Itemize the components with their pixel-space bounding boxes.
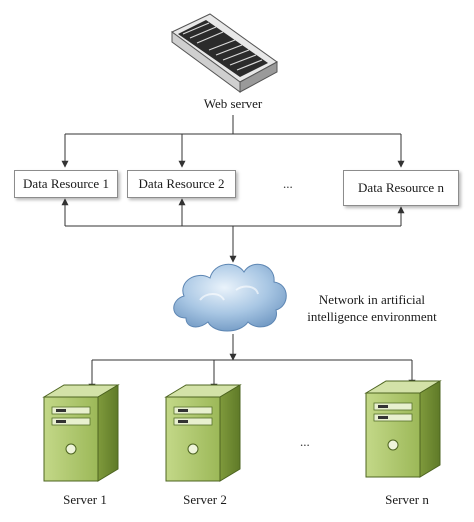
data-resource-1: Data Resource 1 <box>14 170 118 198</box>
cloud-icon <box>173 263 287 332</box>
network-label-line1: Network in artificial <box>318 292 426 307</box>
connector-resources-to-network <box>61 198 405 263</box>
connector-web-to-resources <box>61 115 405 168</box>
rack-switch-icon <box>171 13 278 93</box>
server-n-label: Server n <box>385 492 429 507</box>
data-resources-ellipsis: ... <box>283 176 293 191</box>
tower-server-icon <box>164 384 242 482</box>
servers-layer <box>42 380 442 482</box>
servers-ellipsis: ... <box>300 434 310 449</box>
network-label-line2: intelligence environment <box>307 309 437 324</box>
data-resource-2: Data Resource 2 <box>127 170 236 198</box>
connector-network-to-servers <box>88 334 416 391</box>
tower-server-icon <box>364 380 442 478</box>
web-server-label: Web server <box>203 96 263 111</box>
server-2-label: Server 2 <box>183 492 227 507</box>
server-1-label: Server 1 <box>63 492 107 507</box>
network-label: Network in artificial intelligence envir… <box>292 291 452 325</box>
data-resource-n: Data Resource n <box>343 170 459 206</box>
tower-server-icon <box>42 384 120 482</box>
